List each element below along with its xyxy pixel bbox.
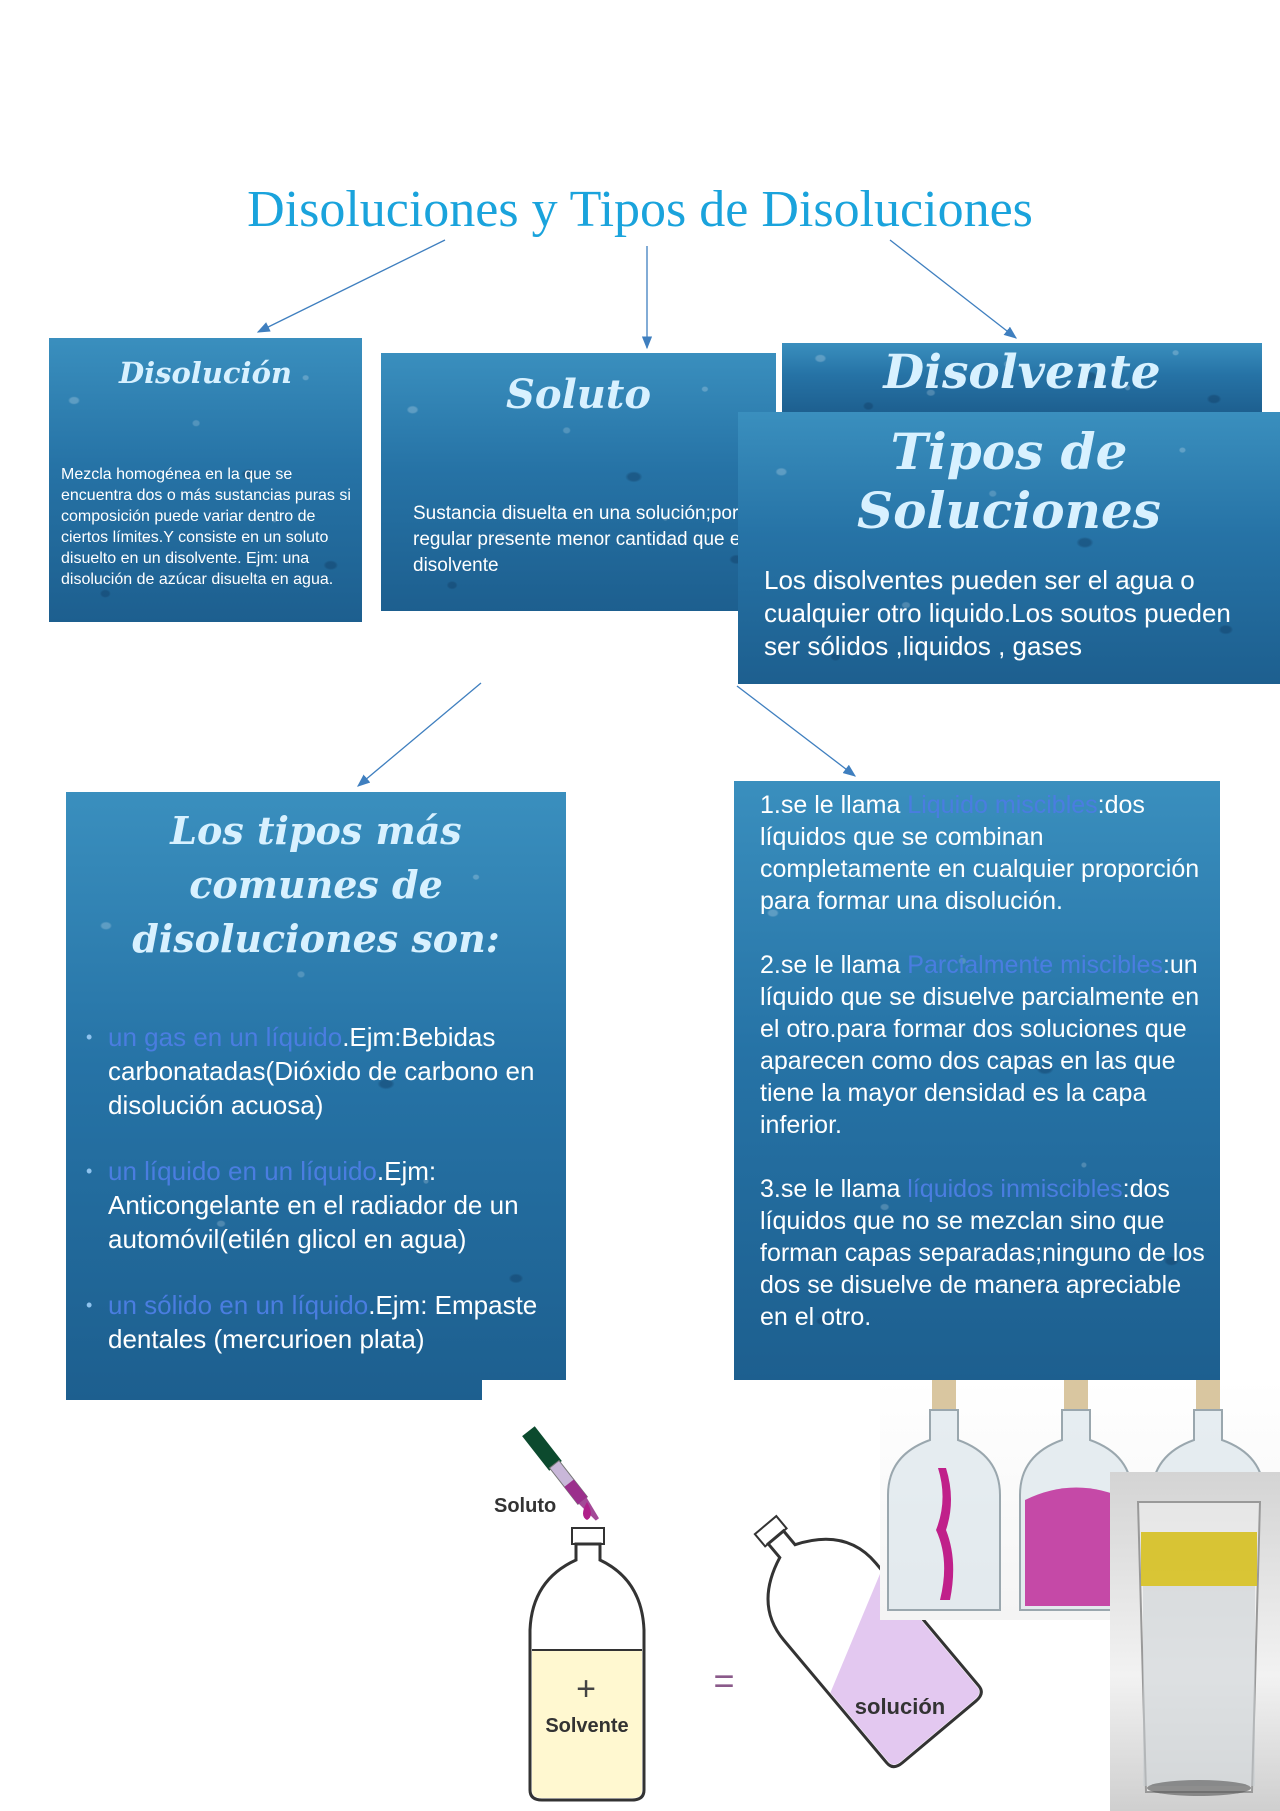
- arrow-to-disolucion: [256, 239, 446, 333]
- arrow-to-miscibilidad: [736, 685, 857, 777]
- paragraph-text: :un líquido que se disuelve parcialmente…: [760, 951, 1200, 1139]
- disolucion-text: Mezcla homogénea en la que se encuentra …: [61, 466, 351, 588]
- tipos-soluciones-card: Tipos de Soluciones Los disolventes pued…: [738, 412, 1280, 684]
- solvente-label: Solvente: [545, 1715, 628, 1737]
- bullet-icon: •: [86, 1161, 93, 1181]
- term-highlight: líquidos inmiscibles: [907, 1175, 1123, 1203]
- arrow-to-tipos-comunes: [357, 682, 482, 787]
- term-highlight: Liquido miscibles: [907, 791, 1098, 819]
- plus-sign: +: [576, 1670, 596, 1708]
- dropper-icon: [522, 1426, 599, 1521]
- bottle-icon: [887, 1380, 1001, 1611]
- disolvente-heading: Disolvente: [883, 345, 1161, 400]
- solution-bottle-icon: [753, 1514, 983, 1769]
- item-text: .Ejm:Bebidas carbonatadas(Dióxido de car…: [108, 1022, 535, 1120]
- oil-water-glass-image: [1136, 1501, 1262, 1796]
- page-title: Disoluciones y Tipos de Disoluciones: [247, 181, 1033, 238]
- bullet-icon: •: [86, 1295, 93, 1315]
- solucion-label: solución: [855, 1694, 945, 1719]
- miscibilidad-card: 1.se le llama Liquido miscibles:dos líqu…: [734, 781, 1220, 1381]
- soluto-card: Soluto Sustancia disuelta en una solució…: [381, 353, 776, 611]
- item-highlight: un gas en un líquido: [108, 1022, 343, 1052]
- tipos-soluciones-heading: Tipos de Soluciones: [857, 422, 1161, 540]
- soluto-text: Sustancia disuelta en una solución;por l…: [413, 503, 759, 576]
- solute-drop-icon: [583, 1502, 591, 1520]
- tipos-comunes-heading: Los tipos más comunes de disoluciones so…: [132, 808, 500, 961]
- item-text: .Ejm: Anticongelante en el radiador de u…: [108, 1156, 519, 1254]
- arrow-to-disolvente: [889, 239, 1018, 339]
- disolvente-card: Disolvente: [782, 343, 1262, 413]
- item-highlight: un líquido en un líquido: [108, 1156, 377, 1186]
- paragraph: 2.se le llama Parcialmente miscibles:un …: [760, 949, 1208, 1141]
- disolucion-heading: Disolución: [118, 356, 293, 390]
- solvent-bottle-icon: [528, 1527, 646, 1802]
- list-item: • un sólido en un líquido.Ejm: Empaste d…: [86, 1288, 556, 1356]
- tipos-soluciones-text: Los disolventes pueden ser el agua o cua…: [764, 565, 1231, 661]
- list-item: • un líquido en un líquido.Ejm: Anticong…: [86, 1154, 556, 1256]
- soluto-heading: Soluto: [506, 371, 651, 418]
- equals-sign: =: [713, 1660, 734, 1701]
- miscibilidad-text: 1.se le llama Liquido miscibles:dos líqu…: [760, 789, 1208, 1333]
- soluto-label: Soluto: [494, 1495, 556, 1517]
- item-text: .Ejm: Empaste dentales (mercurioen plata…: [108, 1290, 538, 1354]
- paragraph-prefix: 3.se le llama: [760, 1175, 908, 1203]
- paragraph: 1.se le llama Liquido miscibles:dos líqu…: [760, 789, 1208, 917]
- list-item: • un gas en un líquido.Ejm:Bebidas carbo…: [86, 1020, 556, 1122]
- bullet-icon: •: [86, 1027, 93, 1047]
- tipos-comunes-card: Los tipos más comunes de disoluciones so…: [66, 792, 566, 1400]
- solution-diagram: Soluto + Solvente = solución: [494, 1426, 983, 1802]
- paragraph-text: :dos líquidos que no se mezclan sino que…: [760, 1175, 1205, 1331]
- bottle-icon: [1019, 1380, 1133, 1611]
- paragraph-text: :dos líquidos que se combinan completame…: [760, 791, 1200, 915]
- paragraph-prefix: 2.se le llama: [760, 951, 908, 979]
- tipos-comunes-list: • un gas en un líquido.Ejm:Bebidas carbo…: [78, 1020, 556, 1356]
- dye-bottles-image: [887, 1380, 1265, 1611]
- disolucion-card: Disolución Mezcla homogénea en la que se…: [49, 338, 362, 622]
- oil-water-glass-photo: [1110, 1472, 1280, 1811]
- term-highlight: Parcialmente miscibles: [907, 951, 1163, 979]
- item-highlight: un sólido en un líquido: [108, 1290, 369, 1320]
- paragraph: 3.se le llama líquidos inmiscibles:dos l…: [760, 1173, 1208, 1333]
- paragraph-prefix: 1.se le llama: [760, 791, 908, 819]
